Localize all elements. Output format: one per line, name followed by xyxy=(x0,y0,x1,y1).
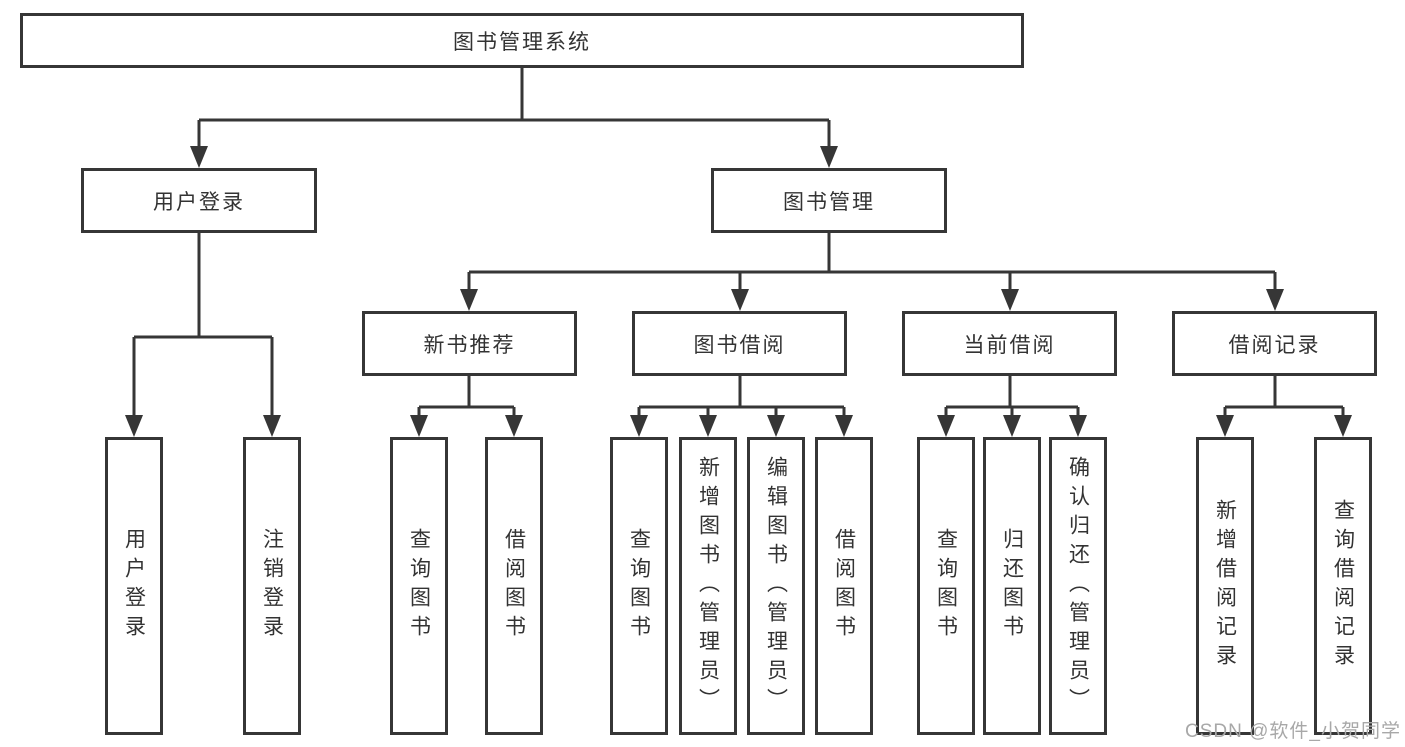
node-book-management-label: 图书管理 xyxy=(783,190,875,214)
leaf-borrow-books: 借阅图书 xyxy=(815,437,873,735)
node-book-borrowing: 图书借阅 xyxy=(632,311,847,376)
connector-user-login-to-leaves xyxy=(125,233,281,437)
leaf-return-books: 归还图书 xyxy=(983,437,1041,735)
leaf-query-books-current-label: 查询图书 xyxy=(934,528,958,644)
leaf-borrow-books-recommend: 借阅图书 xyxy=(485,437,543,735)
leaf-query-borrowing-record-label: 查询借阅记录 xyxy=(1331,499,1355,673)
node-book-borrowing-label: 图书借阅 xyxy=(693,333,786,357)
leaf-user-login-label: 用户登录 xyxy=(122,528,146,644)
connector-book-borrowing-to-leaves xyxy=(630,376,853,437)
leaf-logout: 注销登录 xyxy=(243,437,301,735)
leaf-confirm-return-admin: 确认归还（管理员） xyxy=(1049,437,1107,735)
leaf-query-books-current: 查询图书 xyxy=(917,437,975,735)
leaf-borrow-books-recommend-label: 借阅图书 xyxy=(502,528,526,644)
leaf-query-books-recommend: 查询图书 xyxy=(390,437,448,735)
leaf-borrow-books-label: 借阅图书 xyxy=(832,528,856,644)
connector-root-to-level2 xyxy=(190,68,838,168)
leaf-logout-label: 注销登录 xyxy=(260,528,284,644)
leaf-add-borrowing-record-label: 新增借阅记录 xyxy=(1213,499,1237,673)
node-current-borrowing: 当前借阅 xyxy=(902,311,1117,376)
leaf-edit-books-admin-label: 编辑图书（管理员） xyxy=(764,455,788,717)
node-new-book-recommendation: 新书推荐 xyxy=(362,311,577,376)
leaf-add-books-admin: 新增图书（管理员） xyxy=(679,437,737,735)
node-borrowing-records-label: 借阅记录 xyxy=(1228,333,1321,357)
leaf-query-borrowing-record: 查询借阅记录 xyxy=(1314,437,1372,735)
node-new-book-recommendation-label: 新书推荐 xyxy=(423,333,516,357)
node-current-borrowing-label: 当前借阅 xyxy=(963,333,1056,357)
connector-book-management-to-level3 xyxy=(460,233,1284,311)
node-library-management-system: 图书管理系统 xyxy=(20,13,1024,68)
node-user-login-label: 用户登录 xyxy=(153,190,245,214)
leaf-query-books-borrowing-label: 查询图书 xyxy=(627,528,651,644)
connector-current-borrowing-to-leaves xyxy=(937,376,1087,437)
csdn-watermark: CSDN @软件_小贺同学 xyxy=(1185,721,1401,742)
node-library-management-system-label: 图书管理系统 xyxy=(453,30,591,54)
leaf-user-login: 用户登录 xyxy=(105,437,163,735)
connector-new-book-recommendation-to-leaves xyxy=(410,376,523,437)
leaf-edit-books-admin: 编辑图书（管理员） xyxy=(747,437,805,735)
node-borrowing-records: 借阅记录 xyxy=(1172,311,1377,376)
leaf-add-borrowing-record: 新增借阅记录 xyxy=(1196,437,1254,735)
leaf-query-books-borrowing: 查询图书 xyxy=(610,437,668,735)
connector-borrowing-records-to-leaves xyxy=(1216,376,1352,437)
leaf-return-books-label: 归还图书 xyxy=(1000,528,1024,644)
leaf-confirm-return-admin-label: 确认归还（管理员） xyxy=(1066,455,1090,717)
node-book-management: 图书管理 xyxy=(711,168,947,233)
leaf-query-books-recommend-label: 查询图书 xyxy=(407,528,431,644)
node-user-login: 用户登录 xyxy=(81,168,317,233)
leaf-add-books-admin-label: 新增图书（管理员） xyxy=(696,455,720,717)
